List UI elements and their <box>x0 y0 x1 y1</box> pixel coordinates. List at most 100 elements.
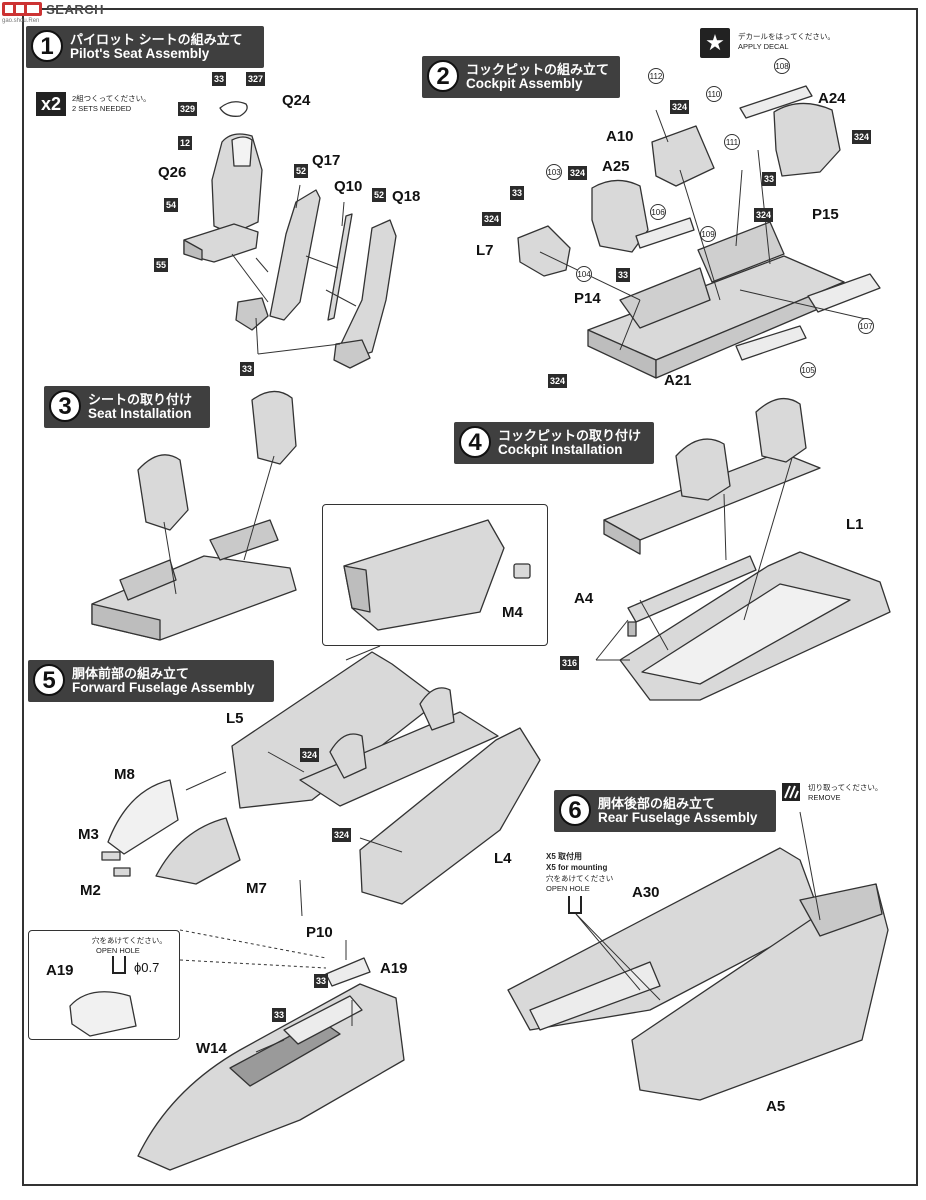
decal-number: 105 <box>800 362 816 378</box>
section-title-jp: コックピットの取り付け <box>498 428 642 443</box>
part-label: A5 <box>766 1098 786 1115</box>
color-code-badge: 324 <box>548 374 568 388</box>
part-label: M4 <box>502 604 523 621</box>
section-title-en: Seat Installation <box>88 406 192 421</box>
open-hole-en: OPEN HOLE <box>96 946 140 955</box>
color-code-badge: 52 <box>372 188 387 202</box>
color-code-badge: 324 <box>482 212 502 226</box>
x5-mounting-jp: X5 取付用 <box>546 852 583 861</box>
color-code-badge: 33 <box>314 974 329 988</box>
decal-star-icon: ★ <box>700 28 730 58</box>
x5-open-hole-en: OPEN HOLE <box>546 884 590 893</box>
section-5-header: 5 胴体前部の組み立て Forward Fuselage Assembly <box>28 660 274 702</box>
section-title-jp: パイロット シートの組み立て <box>70 32 243 47</box>
part-label: P14 <box>574 290 601 307</box>
part-label: A19 <box>46 962 74 979</box>
section-3-header: 3 シートの取り付け Seat Installation <box>44 386 210 428</box>
section-number: 3 <box>49 390 81 422</box>
section-number: 4 <box>459 426 491 458</box>
color-code-badge: 52 <box>294 164 309 178</box>
section-title-jp: コックピットの組み立て <box>466 62 610 77</box>
part-label: A24 <box>818 90 846 107</box>
decal-number: 111 <box>724 134 740 150</box>
color-code-badge: 324 <box>670 100 690 114</box>
part-label: Q17 <box>312 152 341 169</box>
section-number: 6 <box>559 794 591 826</box>
part-label: L7 <box>476 242 494 259</box>
color-code-badge: 316 <box>560 656 580 670</box>
part-label: A25 <box>602 158 630 175</box>
part-label: A21 <box>664 372 692 389</box>
open-hole-jp: 穴をあけてください。 <box>92 936 167 945</box>
part-label: A4 <box>574 590 594 607</box>
section-number: 1 <box>31 30 63 62</box>
color-code-badge: 324 <box>754 208 774 222</box>
watermark: SEARCH <box>2 2 104 17</box>
section-title-jp: 胴体前部の組み立て <box>72 666 190 681</box>
section-title-jp: 胴体後部の組み立て <box>598 796 716 811</box>
drill-icon <box>568 896 582 914</box>
apply-decal-jp: デカールをはってください。 <box>738 32 835 41</box>
color-code-badge: 33 <box>762 172 777 186</box>
sets-needed-en: 2 SETS NEEDED <box>72 104 132 113</box>
part-label: Q10 <box>334 178 363 195</box>
section-title-en: Pilot's Seat Assembly <box>70 46 210 61</box>
color-code-badge: 324 <box>300 748 320 762</box>
color-code-badge: 12 <box>178 136 193 150</box>
section-number: 5 <box>33 664 65 696</box>
part-label: Q26 <box>158 164 187 181</box>
color-code-badge: 55 <box>154 258 169 272</box>
cut-remove-icon <box>782 783 800 801</box>
a19-detail-inset <box>28 930 180 1040</box>
apply-decal-en: APPLY DECAL <box>738 42 789 51</box>
decal-number: 109 <box>700 226 716 242</box>
decal-number: 104 <box>576 266 592 282</box>
part-label: A19 <box>380 960 408 977</box>
part-label: M8 <box>114 766 135 783</box>
section-1-header: 1 パイロット シートの組み立て Pilot's Seat Assembly <box>26 26 264 68</box>
part-label: L4 <box>494 850 512 867</box>
part-label: Q18 <box>392 188 421 205</box>
section-4-header: 4 コックピットの取り付け Cockpit Installation <box>454 422 654 464</box>
part-label: M7 <box>246 880 267 897</box>
part-label: A30 <box>632 884 660 901</box>
decal-number: 110 <box>706 86 722 102</box>
model-logo-icon <box>2 2 42 16</box>
color-code-badge: 324 <box>568 166 588 180</box>
color-code-badge: 33 <box>212 72 227 86</box>
quantity-badge: x2 <box>36 92 66 116</box>
color-code-badge: 33 <box>616 268 631 282</box>
part-label: P10 <box>306 924 333 941</box>
part-label: M3 <box>78 826 99 843</box>
part-label: P15 <box>812 206 839 223</box>
color-code-badge: 33 <box>272 1008 287 1022</box>
section-title-jp: シートの取り付け <box>88 392 193 407</box>
section-title-en: Forward Fuselage Assembly <box>72 680 255 695</box>
section-number: 2 <box>427 60 459 92</box>
watermark-url: gao.shou.Ren <box>2 18 40 24</box>
hole-diameter: ϕ0.7 <box>134 960 160 975</box>
part-label: W14 <box>196 1040 227 1057</box>
color-code-badge: 54 <box>164 198 179 212</box>
color-code-badge: 327 <box>246 72 266 86</box>
decal-number: 106 <box>650 204 666 220</box>
color-code-badge: 33 <box>240 362 255 376</box>
m4-detail-inset <box>322 504 548 646</box>
sets-needed-jp: 2組つくってください。 <box>72 94 151 103</box>
watermark-text: SEARCH <box>46 2 105 17</box>
color-code-badge: 329 <box>178 102 198 116</box>
x5-open-hole-jp: 穴をあけてください <box>546 874 614 883</box>
part-label: Q24 <box>282 92 311 109</box>
decal-number: 103 <box>546 164 562 180</box>
color-code-badge: 33 <box>510 186 525 200</box>
remove-jp: 切り取ってください。 <box>808 783 883 792</box>
decal-number: 107 <box>858 318 874 334</box>
section-2-header: 2 コックピットの組み立て Cockpit Assembly <box>422 56 620 98</box>
decal-number: 112 <box>648 68 664 84</box>
section-title-en: Cockpit Assembly <box>466 76 583 91</box>
part-label: L1 <box>846 516 864 533</box>
part-label: L5 <box>226 710 244 727</box>
page-border <box>22 8 918 1186</box>
section-title-en: Cockpit Installation <box>498 442 623 457</box>
